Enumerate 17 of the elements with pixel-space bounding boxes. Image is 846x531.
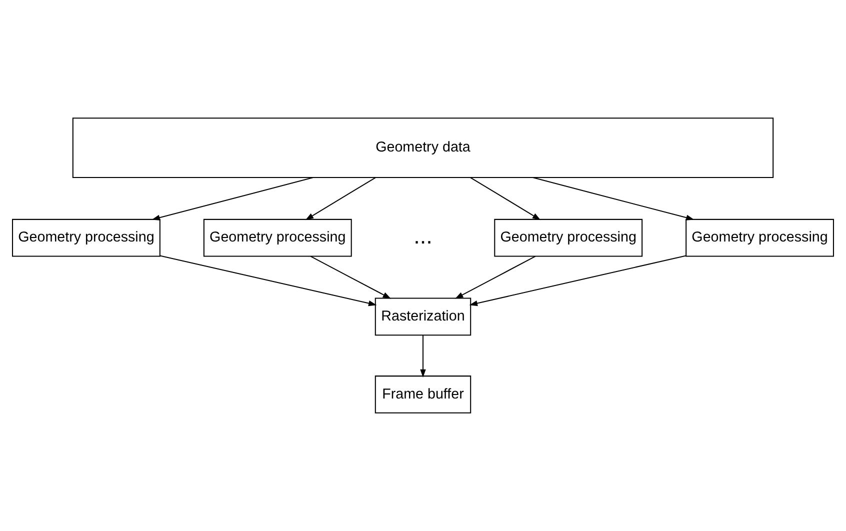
arrow [454, 256, 536, 299]
node-box: Geometry processing [686, 218, 834, 257]
node-box: Rasterization [374, 298, 472, 336]
label: ... [414, 224, 432, 249]
arrow [469, 255, 686, 306]
node-box: Geometry processing [203, 218, 352, 257]
arrow [310, 256, 392, 299]
arrow [470, 177, 541, 220]
arrow [420, 335, 426, 378]
arrow [305, 177, 376, 220]
node-box: Geometry processing [494, 218, 643, 257]
node-box: Geometry data [72, 118, 774, 178]
node-box: Geometry processing [12, 218, 160, 257]
arrow [152, 177, 314, 220]
node-box: Frame buffer [374, 376, 472, 414]
arrow [160, 255, 377, 306]
arrow [532, 177, 694, 220]
